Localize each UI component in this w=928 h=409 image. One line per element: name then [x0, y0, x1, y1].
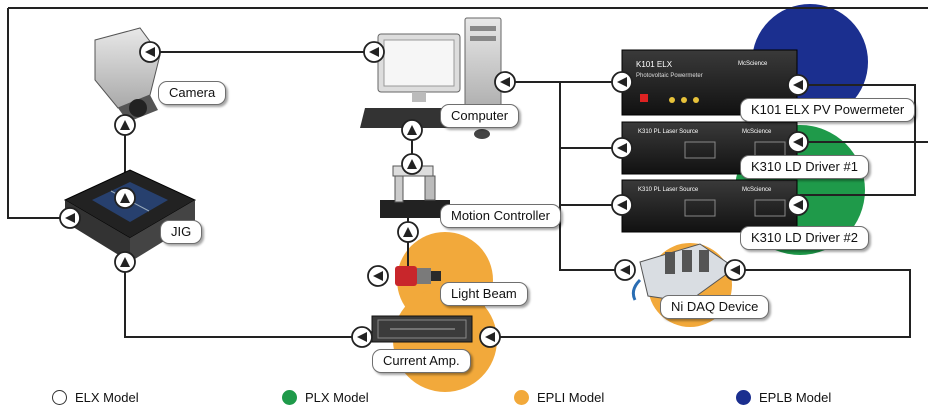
amp-daq-line [490, 269, 911, 338]
connector-ld1-left[interactable] [611, 137, 633, 159]
connector-amp-left[interactable] [351, 326, 373, 348]
connector-motion-bottom[interactable] [397, 221, 419, 243]
connector-jig-left[interactable] [59, 207, 81, 229]
camera-label: Camera [158, 81, 227, 105]
legend-plx: PLX Model [282, 390, 369, 405]
connector-motion-top[interactable] [401, 153, 423, 175]
jig-label: JIG [160, 220, 203, 244]
connector-ld2-left[interactable] [611, 194, 633, 216]
ld2-brand-text: McScience [742, 187, 772, 193]
plx-legend-dot [282, 390, 297, 405]
connector-ld2-right[interactable] [787, 194, 809, 216]
motion-controller-label: Motion Controller [440, 204, 561, 228]
connector-daq-right[interactable] [724, 259, 746, 281]
light-beam-device-image [395, 266, 441, 286]
instrument-bus-line [559, 82, 622, 271]
pm-subtitle-text: Photovoltaic Powermeter [636, 73, 703, 79]
connector-jig-top[interactable] [114, 187, 136, 209]
ld-driver-2-device-image: K310 PL Laser Source McScience [621, 179, 798, 233]
connector-camera-bottom[interactable] [114, 114, 136, 136]
ld1-title-text: K310 PL Laser Source [638, 129, 699, 135]
computer-label: Computer [440, 104, 520, 128]
left-bus-line [7, 8, 70, 219]
connector-computer-bottom[interactable] [401, 119, 423, 141]
connector-daq-left[interactable] [614, 259, 636, 281]
ld-driver-1-device-image: K310 PL Laser Source McScience [621, 121, 798, 175]
connector-amp-right[interactable] [479, 326, 501, 348]
current-amp-label: Current Amp. [372, 349, 471, 373]
connector-pm-left[interactable] [611, 71, 633, 93]
ld-driver-1-label: K310 LD Driver #1 [740, 155, 869, 179]
elx-legend-dot [52, 390, 67, 405]
light-beam-label: Light Beam [440, 282, 528, 306]
epli-legend-label: EPLI Model [537, 390, 605, 405]
legend-eplb: EPLB Model [736, 390, 831, 405]
computer-device-image [360, 17, 502, 139]
connector-jig-bottom[interactable] [114, 251, 136, 273]
current-amp-device-image [371, 315, 473, 343]
epli-legend-dot [514, 390, 529, 405]
eplb-legend-label: EPLB Model [759, 390, 832, 405]
jig-device-image [63, 169, 197, 262]
daq-device-image [631, 243, 736, 303]
pm-ld2-return-line [800, 84, 916, 196]
pm-title-text: K101 ELX [636, 60, 673, 69]
legend-epli: EPLI Model [514, 390, 604, 405]
elx-legend-label: ELX Model [75, 390, 139, 405]
daq-label: Ni DAQ Device [660, 295, 770, 319]
ld-driver-2-label: K310 LD Driver #2 [740, 226, 869, 250]
legend-elx: ELX Model [52, 390, 139, 405]
pm-brand-text: McScience [738, 61, 768, 67]
plx-legend-label: PLX Model [305, 390, 369, 405]
ld1-brand-text: McScience [742, 129, 772, 135]
eplb-legend-dot [736, 390, 751, 405]
ld2-title-text: K310 PL Laser Source [638, 187, 699, 193]
connector-group [59, 41, 809, 348]
jig-amp-line [124, 262, 362, 338]
connector-ld1-right[interactable] [787, 131, 809, 153]
connector-camera-right[interactable] [139, 41, 161, 63]
connector-pm-right[interactable] [787, 74, 809, 96]
connector-computer-right[interactable] [494, 71, 516, 93]
connector-beam-left[interactable] [367, 265, 389, 287]
connector-computer-left[interactable] [363, 41, 385, 63]
powermeter-label: K101 ELX PV Powermeter [740, 98, 916, 122]
